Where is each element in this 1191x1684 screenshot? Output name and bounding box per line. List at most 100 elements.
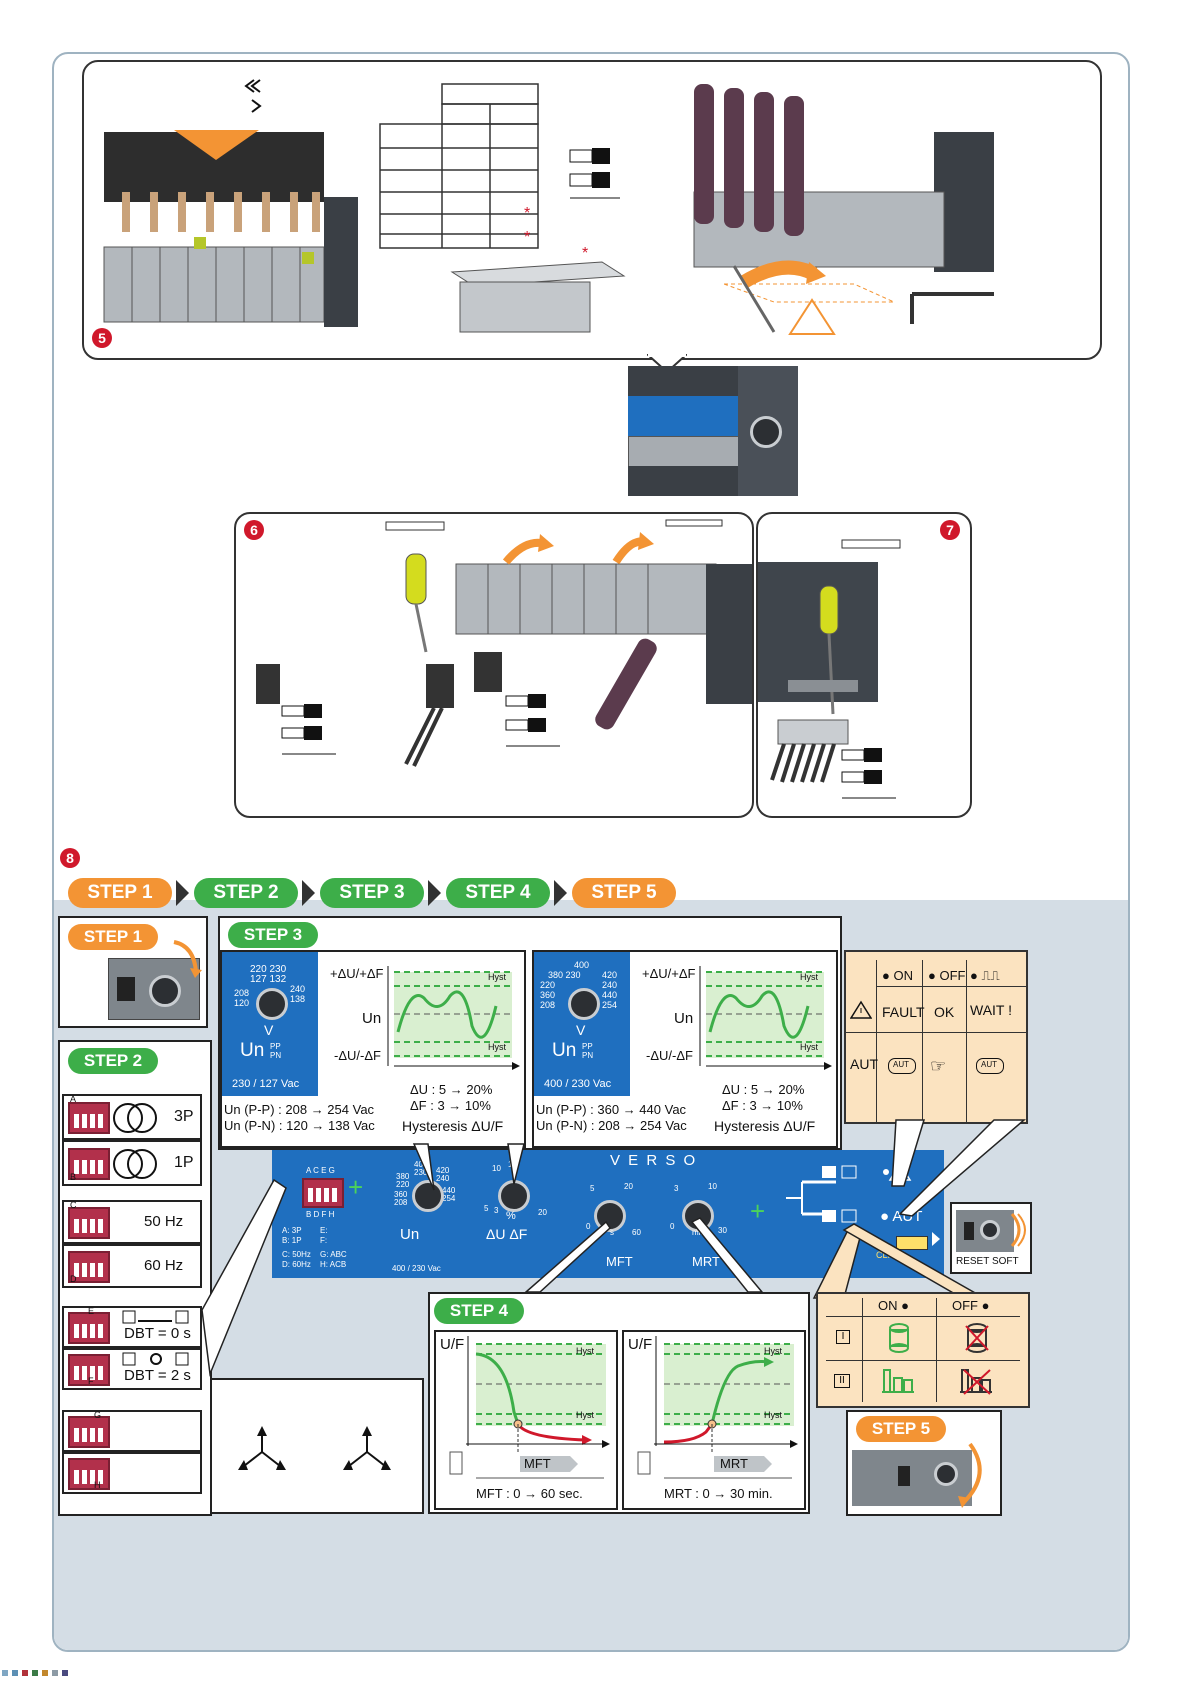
verso-legend-b: B: 1P [282, 1236, 302, 1245]
verso-legend-d: D: 60Hz [282, 1260, 311, 1269]
step4-mft-hyst-bottom: Hyst [576, 1410, 594, 1420]
onoff-on: ON ● [878, 1298, 909, 1313]
wire-strip-icons [569, 148, 620, 199]
hand-pointer-icon: ☞ [930, 1056, 947, 1076]
verso-dial-v-6: 440 [442, 1186, 456, 1195]
verso-dial-mrt-2: 0 [670, 1222, 675, 1231]
contact-on-icon [882, 1369, 914, 1393]
step4-mrt-tag: MRT [720, 1456, 748, 1471]
svg-text:*: * [582, 245, 588, 262]
verso-aut-button[interactable] [896, 1236, 928, 1250]
step3-right-line2: Un (P-N) : 208 → 254 Vac [536, 1118, 687, 1133]
step3-left-hysteresis: Hysteresis ΔU/F [402, 1118, 504, 1134]
document-frame: 5 [52, 52, 1130, 1652]
step3-left-line2: Un (P-N) : 120 → 138 Vac [224, 1118, 375, 1133]
reset-device-image [956, 1210, 1014, 1252]
verso-dial-pct-3: 3 [494, 1206, 499, 1215]
step2-row-e-label: DBT = 0 s [124, 1325, 191, 1342]
verso-dial-mrt-0: 3 [674, 1184, 679, 1193]
product-verso-image [628, 366, 798, 496]
verso-du-label: ΔU ΔF [486, 1226, 528, 1242]
step4-mft-axis: U/F [440, 1336, 465, 1353]
step5-device-image [852, 1450, 972, 1506]
step2-row-g-letter: G [94, 1410, 102, 1420]
steps-bar-arrow-2 [302, 880, 315, 906]
step2-row-c-label: 50 Hz [144, 1213, 184, 1230]
steps-bar-step-4[interactable]: STEP 4 [446, 878, 550, 908]
warning-icon [850, 1000, 872, 1019]
steps-bar-step-1[interactable]: STEP 1 [68, 878, 172, 908]
status-aut-badge-2-text: AUT [981, 1060, 997, 1069]
verso-dial-mrt-3: 30 [718, 1226, 727, 1235]
steps-bar-arrow-1 [176, 880, 189, 906]
verso-mrt-label: MRT [692, 1254, 720, 1269]
verso-pct: % [506, 1210, 516, 1222]
verso-plus-sign: + [348, 1172, 364, 1202]
step4-mrt-graph [637, 1336, 798, 1479]
panel-7: 7 [756, 512, 972, 818]
steps-bar-step-5[interactable]: STEP 5 [572, 878, 676, 908]
step2-row-b: B 1P [62, 1140, 202, 1186]
step2-row-e: E DBT = 0 s [62, 1306, 202, 1348]
verso-mft-label: MFT [606, 1254, 633, 1269]
busbar-assembly-right [693, 84, 994, 335]
step3-left-voltage-knob [256, 988, 288, 1020]
step3-left-mid: Un [362, 1010, 382, 1027]
phase-rotation-panel [210, 1378, 424, 1514]
terminal-cover [450, 261, 626, 333]
verso-dip-switch[interactable] [302, 1178, 344, 1208]
busbar-assembly-left [103, 130, 358, 327]
verso-warning-icon [883, 1162, 912, 1181]
step3-right-dial-panel: 400 380 230 220 360 208 420 240 440 254 … [534, 952, 630, 1096]
steps-bar-step-2[interactable]: STEP 2 [194, 878, 298, 908]
verso-legend-e: E: [320, 1226, 328, 1235]
step3-left-box: 220 230 127 132 208 120 240 138 V Un PP … [220, 950, 526, 1148]
status-aut: AUT [850, 1056, 878, 1072]
verso-title: V E R S O [610, 1152, 698, 1169]
step2-row-d-letter: D [70, 1274, 77, 1284]
transformer-3p-icon [113, 1103, 157, 1133]
status-table: ● ON ● OFF ● ⎍⎍ FAULT OK WAIT ! AUT AUT … [844, 950, 1028, 1124]
verso-dial-pct-0: 10 [492, 1164, 501, 1173]
panel-5-illustration: * * * [103, 79, 994, 335]
step4-mrt-range: MRT : 0 → 30 min. [664, 1486, 773, 1501]
step3-left-df: ΔF : 3 → 10% [410, 1098, 491, 1113]
dbt-0s-icon [122, 1310, 189, 1324]
chevron-icons [244, 79, 262, 113]
step4-mft-graph [449, 1336, 610, 1479]
verso-aut[interactable]: ● AUT [880, 1208, 923, 1225]
verso-voltage-knob[interactable] [412, 1180, 444, 1212]
step2-row-a-letter: A [70, 1094, 77, 1104]
section-number-7: 7 [940, 520, 960, 540]
torque-table [379, 83, 539, 249]
onoff-row2: II [834, 1374, 850, 1388]
verso-plus-sign-2: + [750, 1196, 766, 1226]
step2-row-a-label: 3P [174, 1108, 194, 1125]
verso-delta-knob[interactable] [498, 1180, 530, 1212]
step3-left-un-sub: PP PN [270, 1042, 282, 1060]
step3-right-dial-right: 420 240 440 254 [602, 970, 618, 1010]
step3-left-graph [387, 966, 520, 1070]
steps-bar-step-3[interactable]: STEP 3 [320, 878, 424, 908]
verso-dial-pct-1: 15 [508, 1160, 517, 1169]
panel-5: 5 [82, 60, 1102, 360]
verso-switch-diagram [786, 1165, 857, 1223]
step2-row-f-letter: F [88, 1376, 94, 1386]
verso-dial-mft-2: 0 [586, 1222, 591, 1231]
step3-left-lower: -ΔU/-ΔF [334, 1048, 381, 1063]
step3-right-hyst-top: Hyst [800, 972, 818, 982]
step3-right-dial-top2: 380 230 [548, 970, 581, 980]
step1-panel: STEP 1 [58, 916, 208, 1028]
step2-row-g: G [62, 1410, 202, 1452]
step2-row-b-label: 1P [174, 1154, 194, 1171]
verso-mft-s: s [610, 1228, 614, 1237]
step4-mft-box: U/F Hyst Hyst MFT MFT : 0 → 60 sec. [434, 1330, 618, 1510]
reset-label[interactable]: RESET SOFT [956, 1256, 1019, 1267]
step3-right-un: Un [552, 1040, 577, 1061]
svg-text:*: * [524, 205, 530, 222]
status-aut-badge-1: AUT [888, 1058, 916, 1074]
wire-strip-icons-6b [505, 694, 560, 747]
step2-title: STEP 2 [68, 1048, 158, 1074]
step3-left-un: Un [240, 1040, 265, 1061]
dbt-2s-icon [122, 1352, 189, 1366]
